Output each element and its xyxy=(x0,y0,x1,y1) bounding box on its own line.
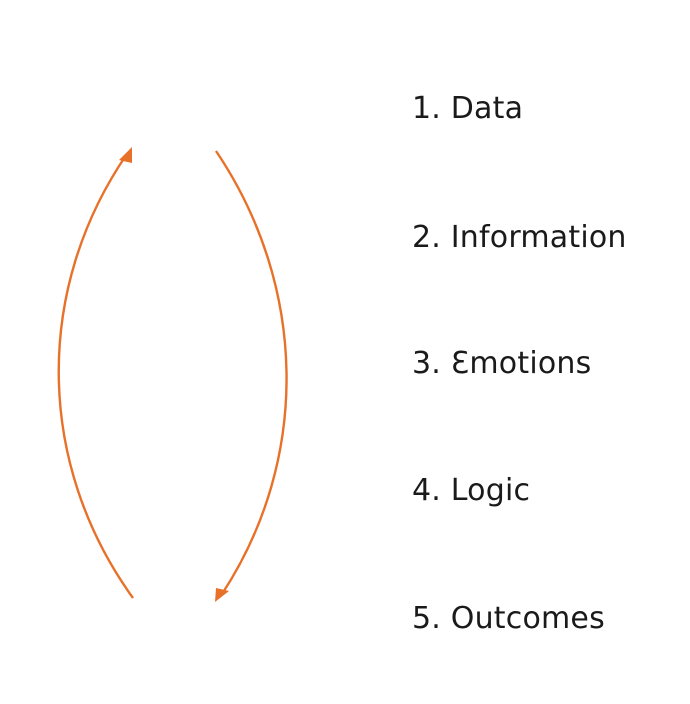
downward-arrowhead xyxy=(215,588,229,602)
step-logic: 4. Logic xyxy=(412,473,531,508)
step-information: 2. Information xyxy=(412,220,627,255)
upward-arc xyxy=(57,153,134,599)
step-data: 1. Data xyxy=(412,91,524,126)
step-outcomes: 5. Outcomes xyxy=(412,601,605,636)
downward-arrow xyxy=(215,150,288,602)
step-emotions: 3. Ɛmotions xyxy=(412,346,592,381)
steps-list: 1. Data 2. Information 3. Ɛmotions 4. Lo… xyxy=(412,0,682,704)
upward-arrow xyxy=(57,147,134,599)
downward-arc xyxy=(215,150,288,595)
upward-arrowhead xyxy=(119,147,132,163)
